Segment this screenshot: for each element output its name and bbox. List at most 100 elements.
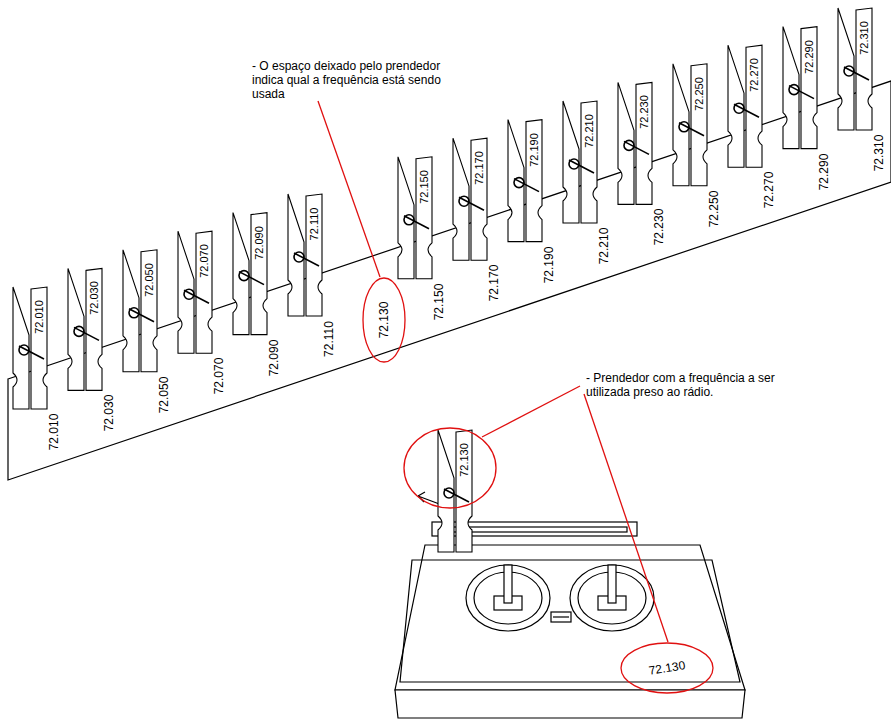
- board-frequency: 72.310: [873, 135, 885, 172]
- board-frequency: 72.090: [268, 339, 280, 376]
- pin-jaw: [581, 101, 597, 223]
- gimbal-left: [466, 565, 550, 631]
- pin-frequency: 72.050: [144, 263, 155, 297]
- display-line: [553, 616, 569, 617]
- clothespin: [123, 250, 157, 372]
- clothespin: [783, 27, 817, 149]
- board-frequency: 72.070: [213, 358, 225, 395]
- clothespin: [838, 8, 872, 130]
- clothespin: [673, 64, 707, 186]
- pin-frequency: 72.170: [474, 151, 485, 185]
- spring-wire: [294, 253, 319, 266]
- pin-frequency: 72.010: [34, 300, 45, 334]
- clothespin: [728, 45, 762, 167]
- clothespin: [288, 194, 322, 316]
- spring-wire: [734, 104, 759, 117]
- pin-jaw: [398, 157, 414, 279]
- pin-frequency: 72.150: [419, 170, 430, 204]
- pin-frequency: 72.090: [254, 226, 265, 260]
- clothespin: [618, 82, 652, 204]
- pin-frequency: 72.030: [89, 282, 100, 316]
- pin-jaw: [563, 101, 579, 223]
- highlight-circle: [404, 428, 496, 508]
- pin-frequency: 72.190: [529, 133, 540, 167]
- clothespin: [13, 287, 47, 409]
- clothespin: [508, 120, 542, 242]
- pin-jaw: [31, 287, 47, 409]
- highlight-circle: [363, 278, 405, 362]
- pin-jaw: [251, 213, 267, 335]
- clothespin: [563, 101, 597, 223]
- spring-wire: [789, 86, 814, 99]
- board-frequency: 72.230: [653, 209, 665, 246]
- pin-jaw: [673, 64, 689, 186]
- pin-jaw: [141, 250, 157, 372]
- stick-right: [608, 565, 616, 603]
- spring-wire: [514, 179, 539, 192]
- board-frequency: 72.290: [818, 153, 830, 190]
- pin-jaw: [196, 231, 212, 353]
- gimbal-right: [570, 565, 654, 631]
- pin-frequency: 72.310: [859, 21, 870, 55]
- spring-wire: [569, 160, 594, 173]
- spring-wire: [844, 67, 869, 80]
- pin-frequency: 72.290: [804, 40, 815, 74]
- board-frequency: 72.030: [103, 395, 115, 432]
- radio-top-face: [395, 545, 745, 690]
- pin-jaw: [13, 287, 29, 409]
- pin-jaw: [636, 82, 652, 204]
- pin-frequency: 72.250: [694, 77, 705, 111]
- clothespin-row: [13, 8, 872, 409]
- spring-wire: [404, 216, 429, 229]
- pin-jaw: [508, 120, 524, 242]
- spring-wire: [74, 327, 99, 340]
- pin-jaw: [288, 194, 304, 316]
- board-frequency: 72.210: [598, 228, 610, 265]
- radio-front-face: [395, 690, 745, 718]
- pin-jaw: [728, 45, 744, 167]
- spring-wire: [459, 197, 484, 210]
- pin-jaw: [618, 82, 634, 204]
- pin-frequency: 72.210: [584, 114, 595, 148]
- board-frequency: 72.250: [708, 190, 720, 227]
- pin-frequency: 72.270: [749, 58, 760, 92]
- pin-frequency: 72.230: [639, 96, 650, 130]
- pin-jaw: [801, 27, 817, 149]
- pin-jaw: [526, 120, 542, 242]
- pin-jaw: [416, 157, 432, 279]
- board-frequency: 72.270: [763, 172, 775, 209]
- leader-line: [318, 101, 380, 277]
- pin-jaw: [438, 430, 454, 552]
- pin-jaw: [178, 231, 194, 353]
- board-frequency: 72.170: [488, 265, 500, 302]
- clothespin: [438, 430, 472, 552]
- board-frequency: 72.150: [433, 283, 445, 320]
- pin-frequency: 72.070: [199, 244, 210, 278]
- pin-jaw: [306, 194, 322, 316]
- clothespin: [178, 231, 212, 353]
- spring-wire: [129, 309, 154, 322]
- clothespin: [398, 157, 432, 279]
- highlight-circle: [621, 643, 713, 693]
- clothespin: [233, 213, 267, 335]
- pin-jaw: [856, 8, 872, 130]
- pin-jaw: [86, 268, 102, 390]
- pin-jaw: [233, 213, 249, 335]
- spring-wire: [624, 141, 649, 154]
- spring-wire: [184, 290, 209, 303]
- radio-display: [551, 612, 571, 622]
- pin-jaw: [68, 268, 84, 390]
- clothespin: [68, 268, 102, 390]
- spring-wire: [239, 272, 264, 285]
- note-text: - Prendedor com a frequência a ser utili…: [586, 372, 801, 400]
- pin-frequency: 72.130: [459, 443, 470, 477]
- spring-wire: [19, 346, 44, 359]
- radio-panel: [400, 560, 740, 682]
- pin-jaw: [783, 27, 799, 149]
- pin-jaw: [746, 45, 762, 167]
- pin-jaw: [453, 138, 469, 260]
- board-frequency: 72.190: [543, 246, 555, 283]
- clothespin: [453, 138, 487, 260]
